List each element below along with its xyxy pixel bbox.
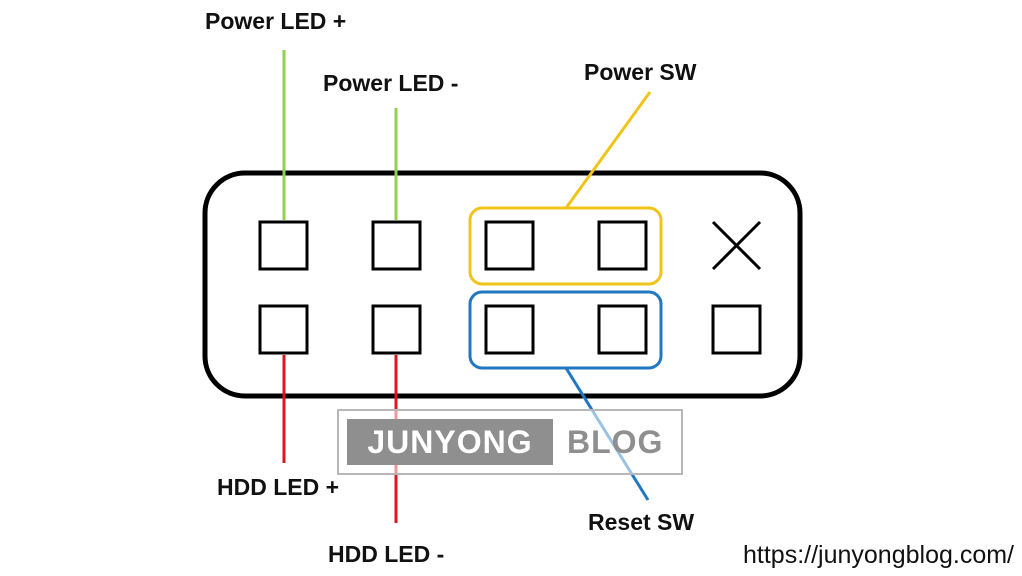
- pin-reset-sw-1: [484, 304, 535, 355]
- label-power-led-plus: Power LED +: [205, 8, 347, 34]
- watermark-right: BLOG: [567, 423, 664, 460]
- reset-sw-group-outline: [468, 290, 663, 370]
- pin-hdd-led-plus: [258, 304, 309, 355]
- pin-power-sw-1: [484, 220, 535, 271]
- label-hdd-led-plus: HDD LED +: [217, 474, 340, 500]
- watermark-left: JUNYONG: [347, 419, 553, 465]
- label-power-led-minus: Power LED -: [323, 70, 459, 96]
- x-mark-icon: [711, 220, 762, 271]
- power-sw-group-outline: [468, 206, 663, 286]
- pin-power-led-minus: [371, 220, 422, 271]
- label-hdd-led-minus: HDD LED -: [328, 541, 445, 567]
- connector-housing: [202, 170, 803, 399]
- pin-power-sw-2: [597, 220, 648, 271]
- blog-url: https://junyongblog.com/: [743, 541, 1014, 569]
- label-power-sw: Power SW: [584, 59, 697, 85]
- label-reset-sw: Reset SW: [588, 509, 695, 535]
- pin-ground: [711, 304, 762, 355]
- pin-hdd-led-minus: [371, 304, 422, 355]
- pin-power-led-plus: [258, 220, 309, 271]
- pin-reset-sw-2: [597, 304, 648, 355]
- leader-power-sw: [564, 91, 652, 209]
- watermark: JUNYONG BLOG: [337, 409, 683, 475]
